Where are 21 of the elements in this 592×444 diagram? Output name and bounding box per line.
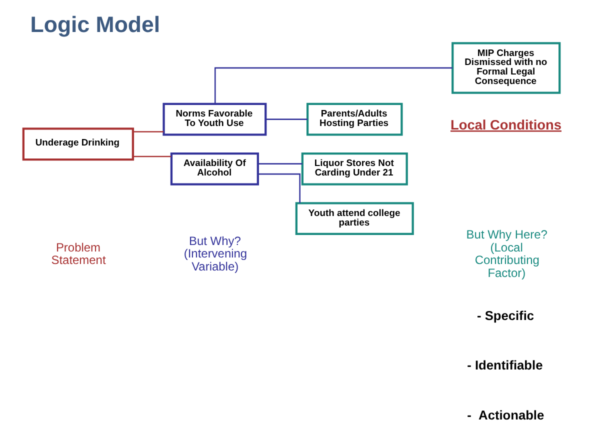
node-box: Liquor Stores Not Carding Under 21 [301,152,408,186]
connector [214,67,452,104]
connector [133,156,172,158]
node-box: Norms Favorable To Youth Use [162,102,267,136]
connector [133,131,164,132]
label: - Specific [477,308,534,323]
connector [266,118,308,120]
node-box: Underage Drinking [22,128,134,161]
node-box: Parents/Adults Hosting Parties [306,102,403,136]
diagram-title: Logic Model [30,12,160,37]
label: Local Conditions [450,117,562,132]
label: But Why Here? (Local Contributing Factor) [466,227,548,280]
connector [258,163,302,164]
label: Problem Statement [51,240,106,268]
label: - Actionable [467,407,544,422]
node-box: MIP Charges Dismissed with no Formal Legal Consequence [452,42,561,94]
label: - Identifiable [467,358,543,373]
node-box: Youth attend college parties [295,202,414,236]
connector [258,173,300,203]
label: But Why? (Intervening Variable) [184,234,248,274]
node-box: Availability Of Alcohol [170,152,259,186]
